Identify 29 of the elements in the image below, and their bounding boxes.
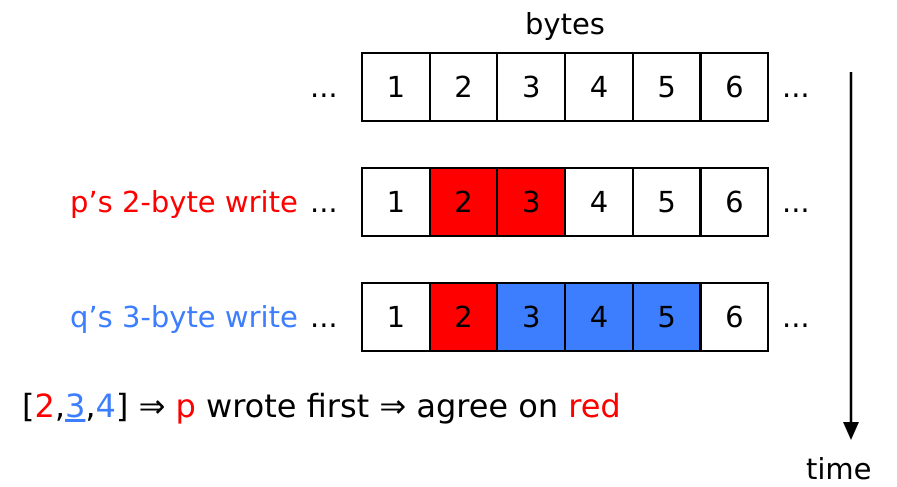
byte-cell: 1 bbox=[361, 52, 431, 122]
conclusion-text: [2,3,4] ⇒ p wrote first ⇒ agree on red bbox=[22, 390, 621, 422]
axis-label: bytes bbox=[525, 10, 605, 39]
byte-cell: 6 bbox=[700, 52, 770, 122]
row-label: q’s 3-byte write bbox=[70, 302, 298, 332]
ellipsis: ... bbox=[782, 188, 810, 216]
ellipsis: ... bbox=[310, 72, 338, 102]
byte-cell: 3 bbox=[496, 167, 566, 237]
axis-label: time bbox=[806, 455, 872, 484]
byte-cell: 2 bbox=[428, 167, 498, 237]
byte-cell: 2 bbox=[428, 282, 498, 352]
byte-cell: 4 bbox=[564, 282, 634, 352]
byte-cell: 3 bbox=[496, 52, 566, 122]
byte-cell: 4 bbox=[564, 167, 634, 237]
byte-cell: 3 bbox=[496, 282, 566, 352]
byte-cell: 5 bbox=[632, 167, 702, 237]
row-label: p’s 2-byte write bbox=[70, 188, 298, 216]
byte-cell: 5 bbox=[632, 52, 702, 122]
byte-cell: 2 bbox=[428, 52, 498, 122]
byte-cell: 1 bbox=[361, 167, 431, 237]
ellipsis: ... bbox=[782, 72, 810, 102]
byte-cell: 6 bbox=[700, 167, 770, 237]
byte-cell: 6 bbox=[700, 282, 770, 352]
ellipsis: ... bbox=[310, 188, 338, 216]
byte-cell: 1 bbox=[361, 282, 431, 352]
ellipsis: ... bbox=[782, 302, 810, 332]
byte-cell: 4 bbox=[564, 52, 634, 122]
ellipsis: ... bbox=[310, 302, 338, 332]
byte-cell: 5 bbox=[632, 282, 702, 352]
